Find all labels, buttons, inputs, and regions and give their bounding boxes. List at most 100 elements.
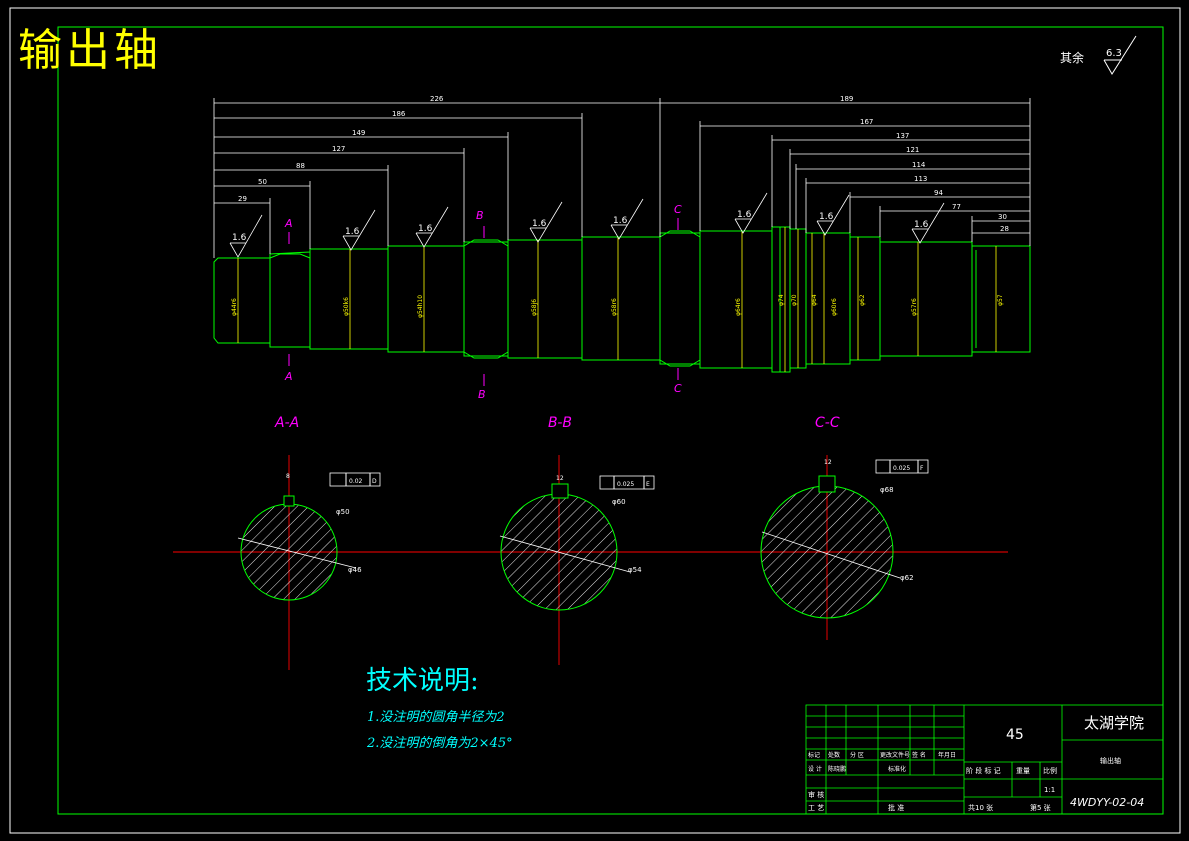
ra-4: 1.6 <box>532 219 547 229</box>
tb-scale: 1:1 <box>1044 786 1055 794</box>
section-mark-b-bottom: B <box>478 388 486 401</box>
dia-58r: φ58r6 <box>611 298 618 316</box>
section-b-tolerance: 0.025 <box>617 481 634 488</box>
dia-60: φ60r6 <box>831 298 838 316</box>
dia-57: φ57 <box>997 294 1004 306</box>
ra-2: 1.6 <box>345 227 360 237</box>
ra-3: 1.6 <box>418 224 433 234</box>
ra-1: 1.6 <box>232 233 247 243</box>
section-c-outer: φ68 <box>880 486 894 494</box>
tb-standard: 标准化 <box>888 765 906 773</box>
tb-designer: 陈晓鹏 <box>828 765 846 773</box>
section-a-label: A-A <box>274 415 299 431</box>
dim-88: 88 <box>296 162 305 170</box>
ra-6: 1.6 <box>737 210 752 220</box>
section-a-inner: φ46 <box>348 566 362 574</box>
section-b-inner: φ54 <box>628 566 642 574</box>
section-c-tolerance: 0.025 <box>893 465 910 472</box>
section-b-label: B-B <box>548 415 572 431</box>
section-a-keywidth: 8 <box>286 473 290 480</box>
tb-row-5: 年月日 <box>938 751 956 759</box>
tb-review: 审 核 <box>808 790 824 799</box>
general-roughness: 其余 6.3 <box>1060 35 1137 75</box>
dia-54: φ54h10 <box>417 295 424 318</box>
tb-row-1: 处数 <box>828 751 840 759</box>
dia-57r: φ57r6 <box>911 298 918 316</box>
tb-drawing-no: 4WDYY-02-04 <box>1070 796 1144 809</box>
title-block <box>805 704 1164 815</box>
shaft-outline <box>213 226 1031 373</box>
section-b-b: B-B φ60 φ54 12 0.025 E <box>499 415 655 665</box>
tb-row-2: 分 区 <box>850 751 864 759</box>
dim-50: 50 <box>258 178 267 186</box>
section-mark-c-bottom: C <box>674 382 682 395</box>
roughness-general-value: 6.3 <box>1106 48 1122 59</box>
dia-44: φ44r6 <box>231 298 238 316</box>
section-c-datum: F <box>920 465 924 472</box>
section-b-keywidth: 12 <box>556 475 564 482</box>
tb-row-3: 更改文件号 <box>880 751 910 759</box>
ra-5: 1.6 <box>613 216 628 226</box>
ra-8: 1.6 <box>914 220 929 230</box>
dim-121: 121 <box>906 146 919 154</box>
dia-64: φ64r6 <box>735 298 742 316</box>
dia-64b: φ64 <box>811 294 818 306</box>
outer-frame <box>9 7 1181 834</box>
section-c-keywidth: 12 <box>824 459 832 466</box>
tb-weight: 重量 <box>1016 767 1030 775</box>
section-c-c: C-C φ68 φ62 12 0.025 F <box>760 415 929 640</box>
tb-ratio: 比例 <box>1043 766 1057 775</box>
section-c-label: C-C <box>815 415 840 431</box>
tb-row-4: 签 名 <box>912 751 926 759</box>
dim-29: 29 <box>238 195 247 203</box>
tb-school: 太湖学院 <box>1084 714 1144 732</box>
section-mark-a-bottom: A <box>284 370 293 383</box>
section-a-a: A-A φ50 φ46 8 0.02 D <box>237 415 381 670</box>
section-a-outer: φ50 <box>336 508 350 516</box>
section-b-datum: E <box>646 481 650 488</box>
section-mark-a-top: A <box>284 217 293 230</box>
tb-design: 设 计 <box>808 765 822 773</box>
length-dimensions <box>213 98 1031 258</box>
tb-approve: 批 准 <box>888 803 904 812</box>
roughness-general-label: 其余 <box>1060 50 1084 65</box>
dim-114: 114 <box>912 161 926 169</box>
dim-127: 127 <box>332 145 345 153</box>
length-dim-text: 226 186 149 127 88 50 29 189 167 137 121… <box>238 95 1009 233</box>
section-a-tolerance: 0.02 <box>349 478 363 485</box>
inner-frame <box>57 26 1164 815</box>
dia-70: φ70 <box>791 294 798 306</box>
section-b-outer: φ60 <box>612 498 626 506</box>
dim-30: 30 <box>998 213 1007 221</box>
dia-58j: φ58j6 <box>531 299 538 316</box>
drawing-title: 输出轴 <box>18 25 162 76</box>
dim-77: 77 <box>952 203 961 211</box>
section-mark-b-top: B <box>476 209 484 222</box>
roughness-texts: 1.6 1.6 1.6 1.6 1.6 1.6 1.6 1.6 <box>232 210 929 243</box>
tb-material: 45 <box>1006 727 1024 743</box>
title-block-text: 45 太湖学院 输出轴 4WDYY-02-04 1:1 共10 张 第5 张 阶… <box>808 714 1144 812</box>
tb-sheet-no: 第5 张 <box>1030 803 1051 812</box>
tb-part-name: 输出轴 <box>1100 756 1121 765</box>
section-a-datum: D <box>372 478 377 485</box>
tb-row-0: 标记 <box>808 751 820 759</box>
dia-62: φ62 <box>859 294 866 306</box>
section-c-inner: φ62 <box>900 574 914 582</box>
note-2: 2.没注明的倒角为2×45° <box>367 736 513 751</box>
dim-113: 113 <box>914 175 927 183</box>
ra-7: 1.6 <box>819 212 834 222</box>
dim-149: 149 <box>352 129 365 137</box>
note-1: 1.没注明的圆角半径为2 <box>367 710 505 725</box>
roughness-marks <box>229 192 945 258</box>
dim-226: 226 <box>430 95 444 103</box>
dia-50: φ50k6 <box>343 297 350 316</box>
notes-heading: 技术说明: <box>366 666 479 696</box>
dim-167: 167 <box>860 118 873 126</box>
diameter-dim-text: φ44r6 φ50k6 φ54h10 φ58j6 φ58r6 φ64r6 φ74… <box>231 294 1004 318</box>
dim-137: 137 <box>896 132 909 140</box>
tb-process: 工 艺 <box>808 804 824 812</box>
dim-94: 94 <box>934 189 943 197</box>
tb-stage: 阶 段 标 记 <box>966 766 1001 775</box>
section-markers: A A B B C C <box>284 203 682 401</box>
